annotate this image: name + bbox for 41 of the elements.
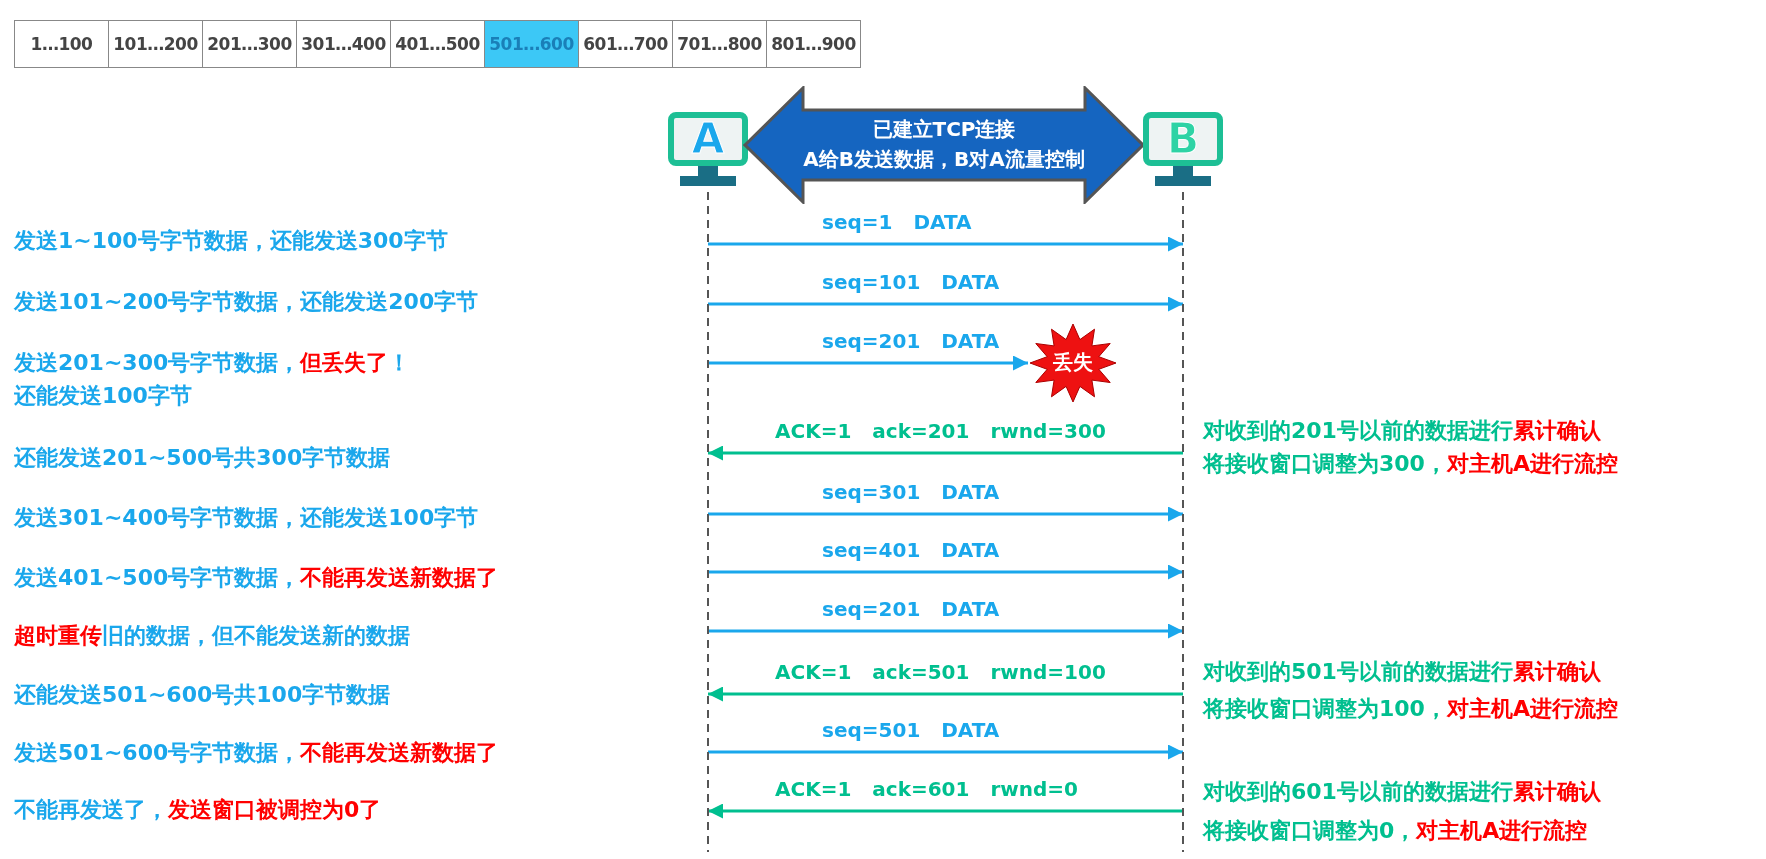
table-cell: 201…300 xyxy=(202,20,297,68)
annotation-text: 不能再发送了，发送窗口被调控为0了 xyxy=(14,796,382,824)
arrow xyxy=(708,236,1183,252)
annotation-text: 发送1~100号字节数据，还能发送300字节 xyxy=(14,227,448,255)
annotation-text: 还能发送100字节 xyxy=(14,382,192,410)
table-cell: 401…500 xyxy=(390,20,485,68)
annotation-text: 发送301~400号字节数据，还能发送100字节 xyxy=(14,504,479,532)
annotation-text: 将接收窗口调整为300，对主机A进行流控 xyxy=(1203,450,1618,478)
annotation-text: 超时重传旧的数据，但不能发送新的数据 xyxy=(14,622,410,650)
arrow xyxy=(708,564,1183,580)
arrow xyxy=(708,803,1183,819)
host-letter: B xyxy=(1166,114,1200,164)
table-cell: 701…800 xyxy=(672,20,767,68)
table-cell: 801…900 xyxy=(766,20,861,68)
annotation-text: 将接收窗口调整为0，对主机A进行流控 xyxy=(1203,817,1588,845)
arrow xyxy=(708,445,1183,461)
table-cell: 301…400 xyxy=(296,20,391,68)
annotation-text: 发送401~500号字节数据，不能再发送新数据了 xyxy=(14,564,499,592)
table-cell: 601…700 xyxy=(578,20,673,68)
banner-text: 已建立TCP连接 xyxy=(871,116,1017,143)
table-cell: 1…100 xyxy=(14,20,109,68)
arrow xyxy=(708,744,1183,760)
banner-text: A给B发送数据，B对A流量控制 xyxy=(802,146,1086,173)
annotation-text: 发送201~300号字节数据，但丢失了！ xyxy=(14,349,411,377)
annotation-text: 还能发送501~600号共100字节数据 xyxy=(14,681,391,709)
annotation-text: 对收到的501号以前的数据进行累计确认 xyxy=(1203,658,1601,686)
host-letter: A xyxy=(690,114,726,164)
table-cell: 101…200 xyxy=(108,20,203,68)
arrow xyxy=(708,623,1183,639)
table-cell: 501…600 xyxy=(484,20,579,68)
annotation-text: 发送501~600号字节数据，不能再发送新数据了 xyxy=(14,739,499,767)
arrow xyxy=(708,686,1183,702)
annotation-text: 对收到的601号以前的数据进行累计确认 xyxy=(1203,778,1601,806)
annotation-text: 将接收窗口调整为100，对主机A进行流控 xyxy=(1203,695,1618,723)
arrow xyxy=(708,296,1183,312)
burst-text: 丢失 xyxy=(1052,349,1094,376)
arrow xyxy=(708,506,1183,522)
annotation-text: 还能发送201~500号共300字节数据 xyxy=(14,444,391,472)
arrow xyxy=(708,355,1028,371)
annotation-text: 发送101~200号字节数据，还能发送200字节 xyxy=(14,288,479,316)
annotation-text: 对收到的201号以前的数据进行累计确认 xyxy=(1203,417,1601,445)
